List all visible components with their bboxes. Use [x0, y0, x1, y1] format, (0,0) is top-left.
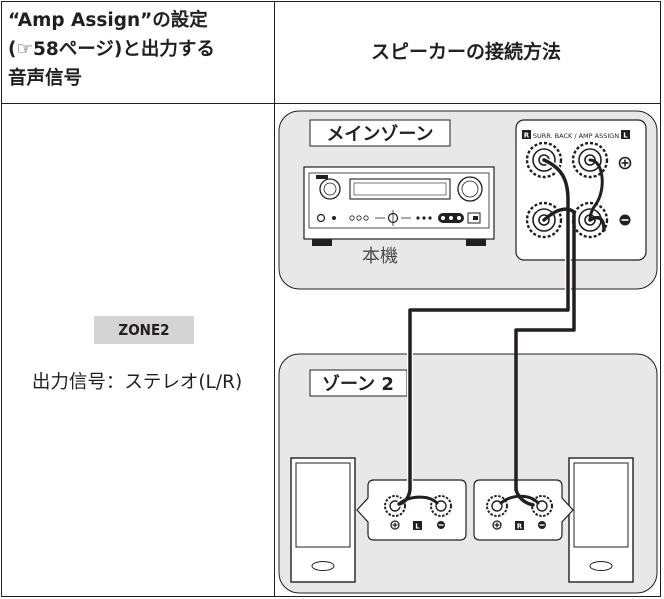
header-line-1: “Amp Assign”の設定 — [8, 10, 208, 31]
header-speaker-connection: スピーカーの接続方法 — [370, 41, 561, 63]
main-zone-label-box — [309, 119, 451, 147]
minus-icon — [619, 214, 631, 226]
header-amp-assign: “Amp Assign”の設定 (☞58ページ)と出力する 音声信号 — [8, 6, 270, 93]
right-speaker — [568, 457, 634, 583]
left-speaker — [290, 457, 356, 583]
unit-label: 本機 — [362, 246, 398, 267]
terminal-label: SURR. BACK / AMP ASSIGN — [533, 132, 619, 140]
speaker-terminal-panel: R SURR. BACK / AMP ASSIGN L — [515, 119, 647, 261]
output-signal-text: 出力信号：ステレオ(L/R) — [31, 372, 243, 393]
zone2-badge: ZONE2 — [94, 316, 194, 344]
zone2-label: ゾーン 2 — [322, 374, 394, 395]
left-speaker-terminal: L — [356, 479, 467, 541]
column-divider — [274, 2, 275, 596]
zone2-label-box — [309, 369, 408, 397]
right-speaker-badge: R — [517, 523, 523, 531]
left-speaker-badge: L — [415, 523, 420, 531]
speaker-wires — [396, 157, 606, 507]
right-speaker-terminal: R — [473, 479, 574, 541]
receiver-unit — [303, 166, 495, 246]
header-divider — [2, 103, 660, 104]
plus-icon — [618, 156, 632, 170]
terminal-left-badge: R — [524, 132, 530, 140]
terminal-right-badge: L — [623, 132, 628, 140]
header-line-3: 音声信号 — [8, 68, 83, 89]
header-line-2: (☞58ページ)と出力する — [8, 39, 215, 60]
main-zone-label: メインゾーン — [326, 124, 433, 145]
